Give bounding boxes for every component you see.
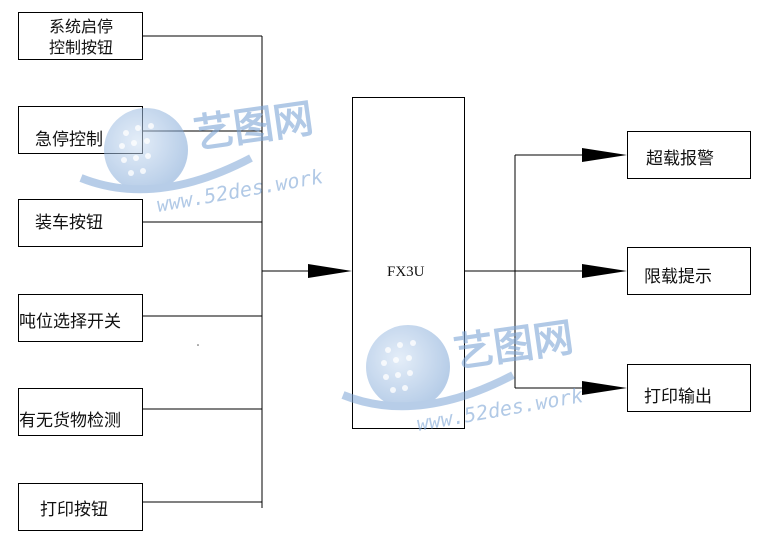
arrow-limit [582,264,627,278]
controller-box: FX3U [352,97,465,429]
output-lines [464,154,585,389]
output-label-limit: 限载提示 [644,267,712,287]
controller-label: FX3U [387,264,425,280]
arrow-to-controller [308,264,352,278]
input-box-loading: 装车按钮 [18,199,143,247]
input-box-emergency-stop: 急停控制 [18,106,143,154]
input-label-goods-detect: 有无货物检测 [19,411,121,431]
input-box-tonnage: 吨位选择开关 [18,294,143,342]
input-box-start-stop: 系统启停 控制按钮 [18,12,143,60]
input-lines [142,35,312,508]
output-label-print-out: 打印输出 [644,387,712,407]
input-box-goods-detect: 有无货物检测 [18,388,143,436]
input-box-print-btn: 打印按钮 [18,483,143,531]
input-label-loading: 装车按钮 [35,213,103,233]
input-label-emergency-stop: 急停控制 [35,130,103,150]
output-box-print-out: 打印输出 [627,364,751,412]
input-label-start-stop: 系统启停 控制按钮 [49,17,114,57]
stray-dot [197,344,199,346]
output-box-limit: 限载提示 [627,247,751,295]
arrow-overload [582,148,627,162]
output-label-overload: 超载报警 [646,149,714,169]
input-label-tonnage: 吨位选择开关 [19,312,121,332]
arrow-print-out [582,381,627,395]
input-label-print-btn: 打印按钮 [40,500,108,520]
output-box-overload: 超载报警 [627,131,751,179]
